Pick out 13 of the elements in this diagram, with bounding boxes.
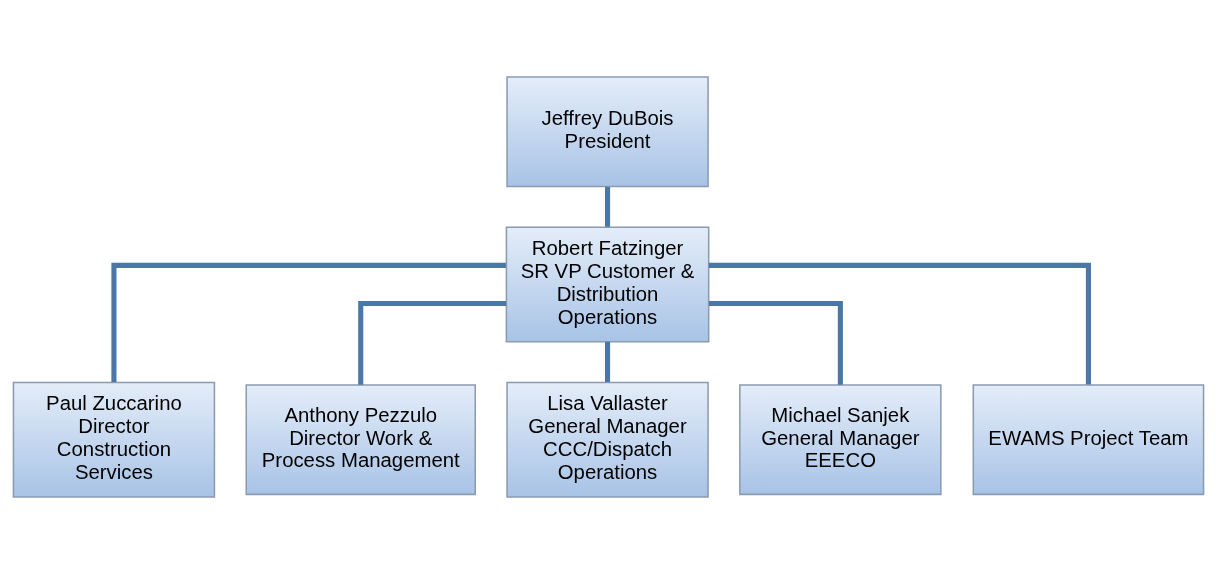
- connector: [111, 262, 506, 382]
- node-box: EWAMS Project Team: [972, 383, 1205, 495]
- connector: [709, 300, 843, 385]
- node-box: Paul Zuccarino Director Construction Services: [12, 381, 216, 498]
- connector: [358, 300, 507, 385]
- node-box: Michael Sanjek General Manager EEECO: [739, 383, 942, 495]
- connector: [605, 341, 611, 382]
- node-box: Lisa Vallaster General Manager CCC/Dispatch Operations: [506, 381, 709, 498]
- node-box: Jeffrey DuBois President: [506, 75, 709, 187]
- node-box: Robert Fatzinger SR VP Customer & Distribution Operations: [505, 225, 710, 342]
- connector: [708, 262, 1091, 384]
- connector: [605, 186, 611, 227]
- node-box: Anthony Pezzulo Director Work & Process Management: [245, 383, 476, 495]
